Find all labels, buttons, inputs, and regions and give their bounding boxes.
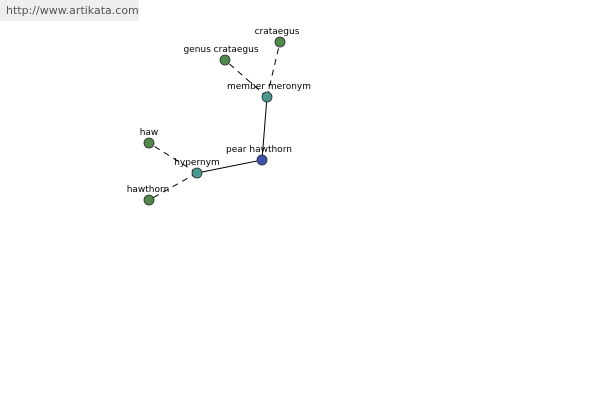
url-link[interactable]: http://www.artikata.com	[6, 4, 139, 17]
edge-pear-hawthorn-to-member-meronym	[261, 96, 268, 161]
node-genus-crataegus[interactable]	[219, 54, 231, 66]
nodes-layer	[143, 36, 286, 206]
node-label-member-meronym: member meronym	[227, 82, 311, 92]
edge-member-meronym-to-genus-crataegus	[224, 59, 268, 98]
edges-layer	[148, 41, 281, 201]
node-pear-hawthorn[interactable]	[256, 154, 268, 166]
node-hawthorn[interactable]	[143, 194, 155, 206]
edge-hypernym-to-haw	[148, 142, 198, 174]
node-label-hawthorn: hawthorn	[127, 185, 170, 195]
edge-pear-hawthorn-to-hypernym	[196, 159, 263, 174]
node-label-haw: haw	[140, 128, 159, 138]
node-crataegus[interactable]	[274, 36, 286, 48]
node-label-pear-hawthorn: pear hawthorn	[226, 145, 292, 155]
node-label-crataegus: crataegus	[255, 27, 300, 37]
edge-hypernym-to-hawthorn	[148, 172, 198, 201]
node-label-hypernym: hypernym	[174, 158, 220, 168]
node-haw[interactable]	[143, 137, 155, 149]
node-hypernym[interactable]	[191, 167, 203, 179]
edge-member-meronym-to-crataegus	[266, 41, 281, 98]
node-member-meronym[interactable]	[261, 91, 273, 103]
labels-layer: pear hawthorn hypernym member meronym haw ha…	[127, 27, 311, 195]
url-banner: http://www.artikata.com	[0, 0, 139, 21]
node-label-genus-crataegus: genus crataegus	[183, 45, 258, 55]
